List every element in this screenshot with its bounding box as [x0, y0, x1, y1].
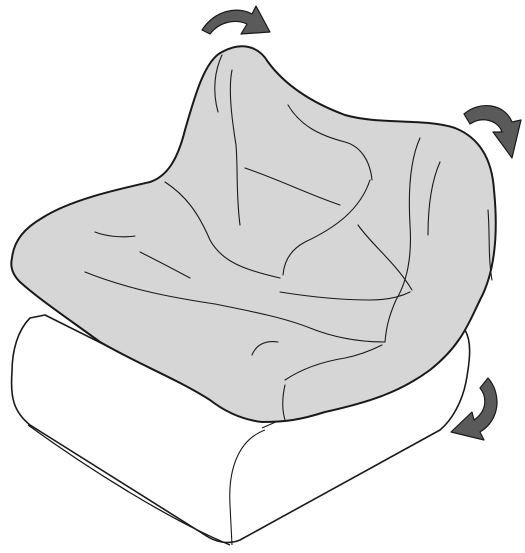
curved-arrow-right-icon — [202, 6, 270, 34]
